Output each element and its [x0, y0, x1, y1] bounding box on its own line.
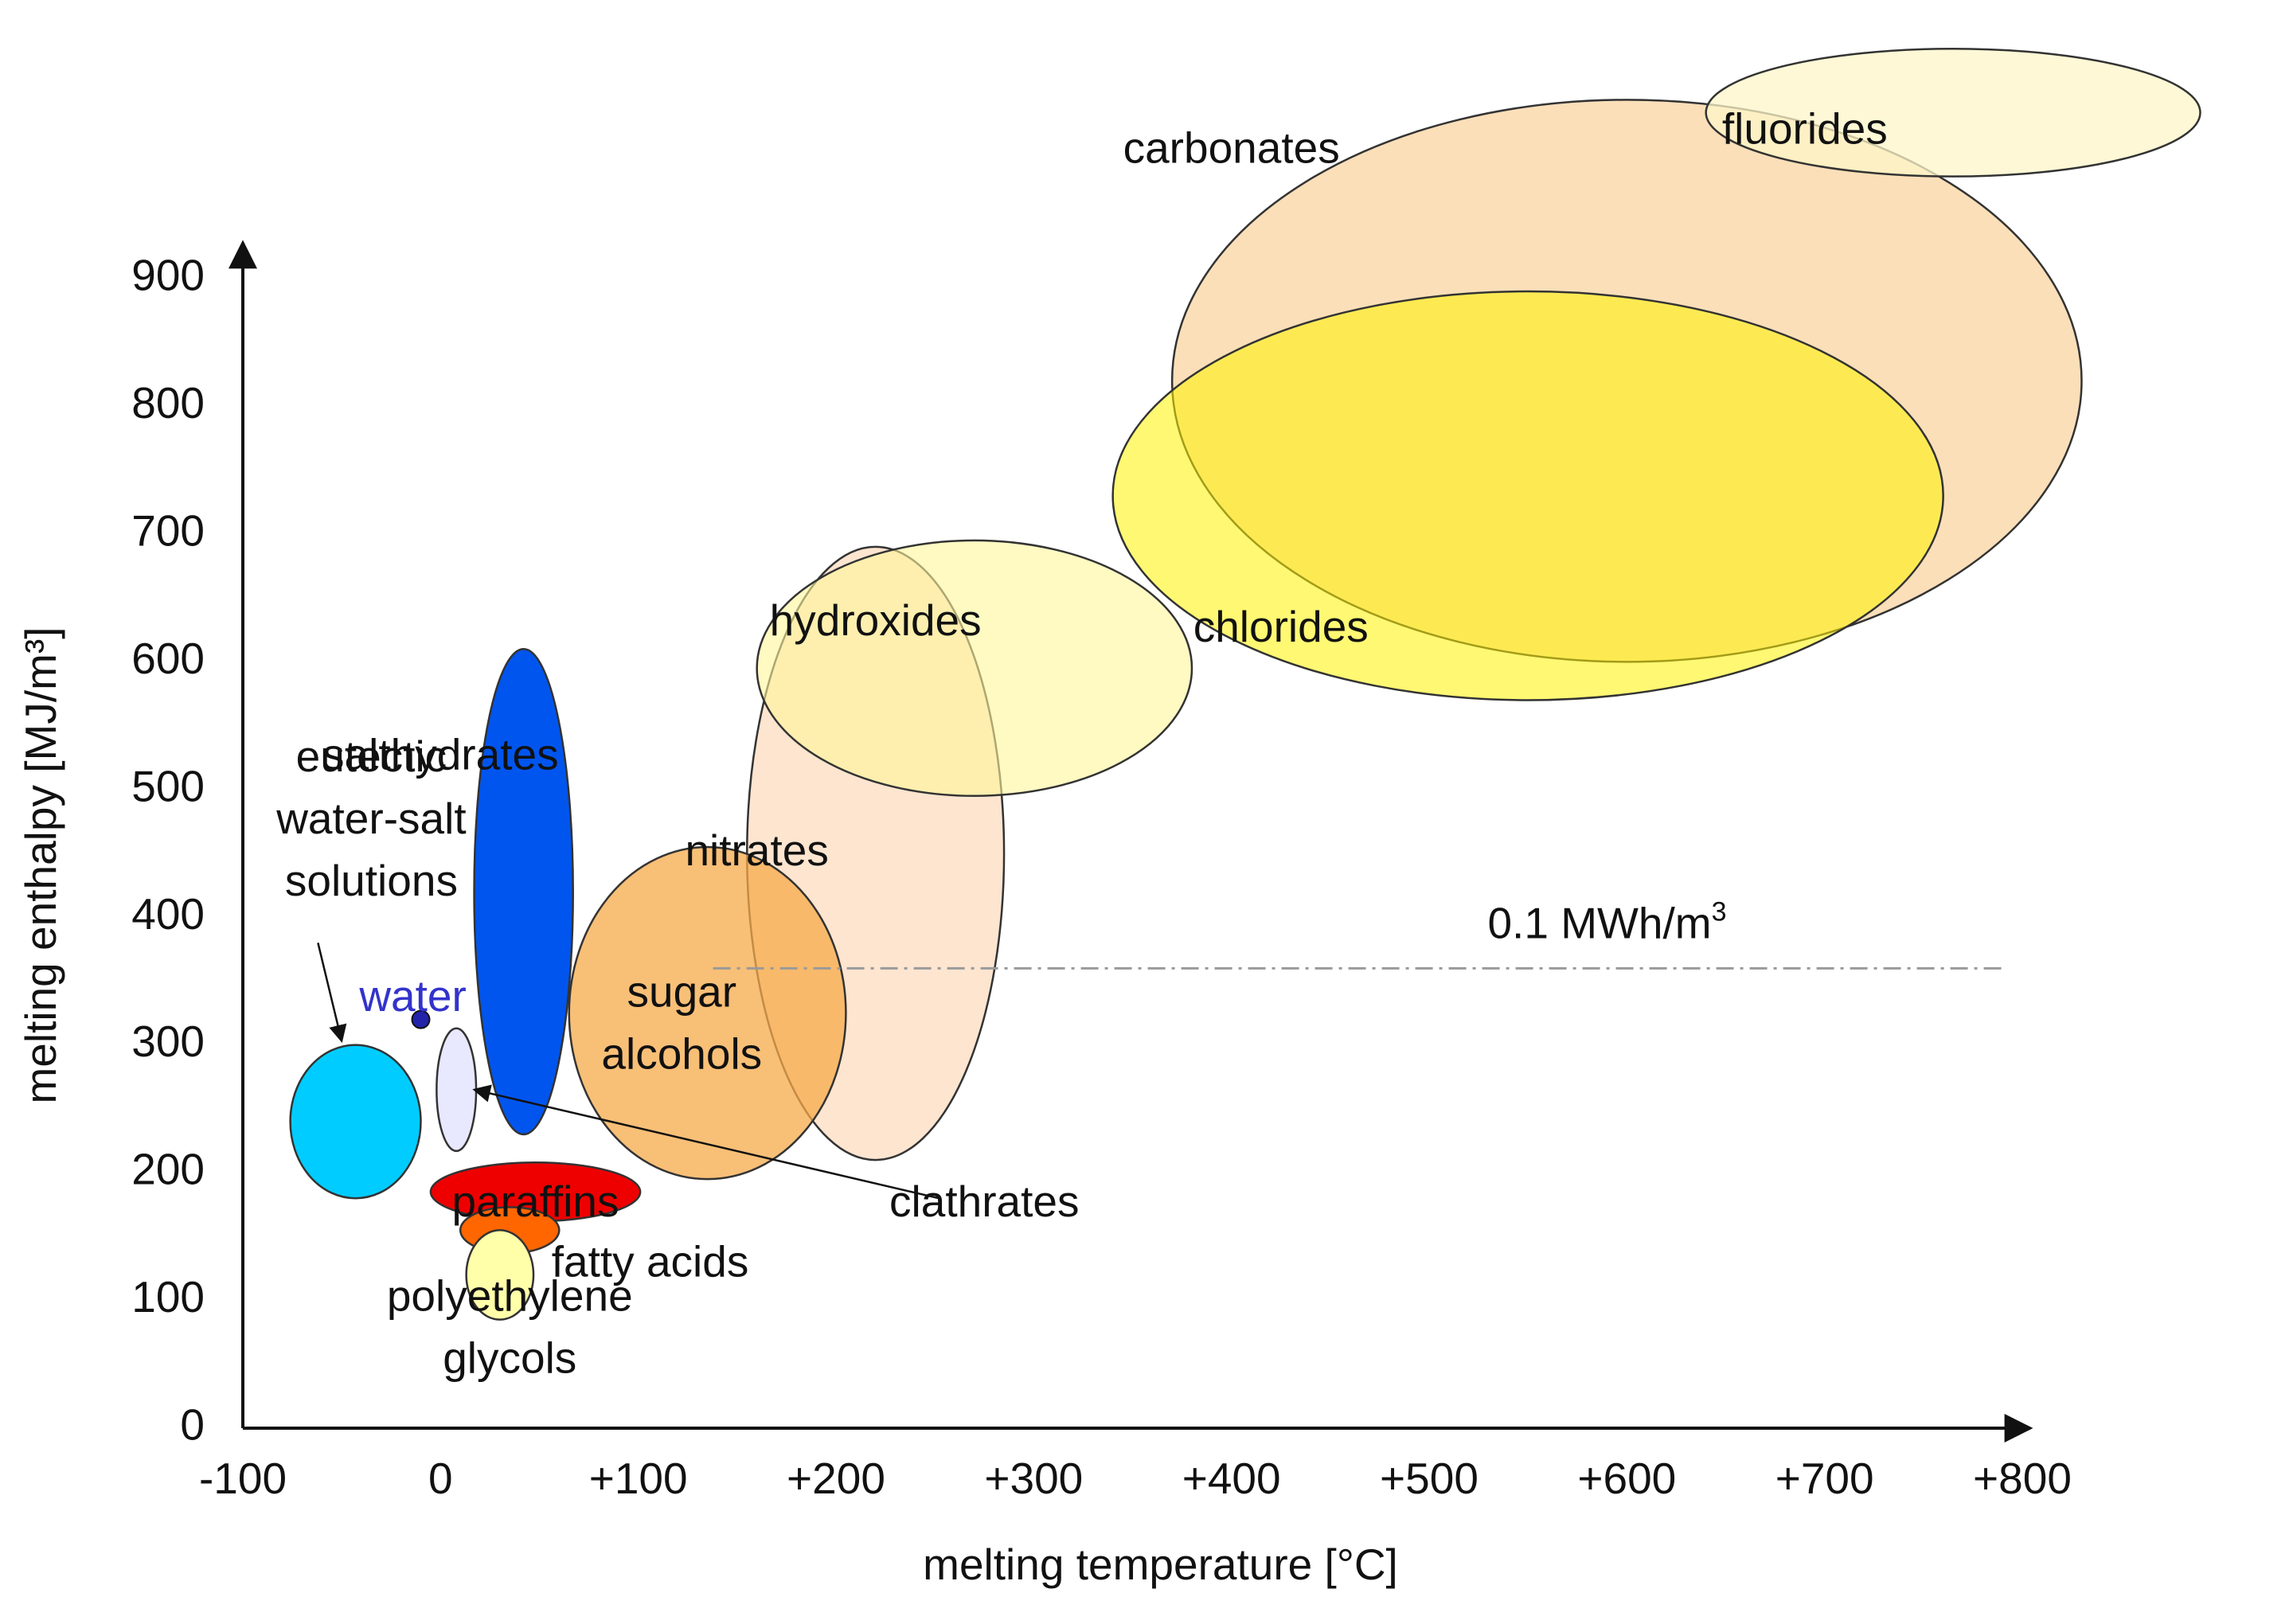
x-axis-title: melting temperature [°C]: [923, 1540, 1398, 1589]
y-tick-label: 400: [131, 889, 205, 939]
x-tick-label: -100: [199, 1454, 287, 1503]
label-salthydrates: salthydrates: [322, 729, 559, 779]
x-tick-label: 0: [428, 1454, 453, 1503]
clathrates-arrow: [472, 1084, 939, 1200]
point-water: [411, 1009, 431, 1029]
y-tick-label: 600: [131, 634, 205, 683]
y-tick-label: 200: [131, 1145, 205, 1194]
x-tick-label: +400: [1182, 1454, 1281, 1503]
arrows-layer: [317, 943, 939, 1200]
y-tick-label: 900: [131, 251, 205, 300]
x-tick-label: +800: [1973, 1454, 2072, 1503]
label-carbonates: carbonates: [1123, 123, 1340, 172]
label-hydroxides: hydroxides: [770, 595, 982, 645]
region-fluorides: [1705, 47, 2201, 178]
eutectic-arrow: [317, 943, 347, 1044]
region-hydroxides: [756, 539, 1193, 798]
y-tick-label: 500: [131, 761, 205, 810]
x-tick-label: +700: [1775, 1454, 1874, 1503]
y-tick-label: 100: [131, 1272, 205, 1321]
label-nitrates: nitrates: [685, 826, 828, 875]
label-water: water: [358, 970, 467, 1020]
x-tick-label: +100: [589, 1454, 688, 1503]
y-axis-title: melting enthalpy [MJ/m³]: [16, 627, 65, 1103]
x-tick-label: +600: [1577, 1454, 1676, 1503]
region-polyethylene-glycols: [465, 1229, 535, 1321]
label-clathrates: clathrates: [889, 1177, 1079, 1226]
region-eutectic-water-salt-solutions: [289, 1044, 422, 1200]
regions-layer: [289, 47, 2201, 1321]
y-tick-label: 0: [180, 1400, 205, 1450]
x-tick-label: +500: [1380, 1454, 1479, 1503]
x-tick-label: +300: [984, 1454, 1083, 1503]
x-tick-label: +200: [787, 1454, 885, 1503]
y-tick-label: 300: [131, 1017, 205, 1066]
region-salthydrates: [473, 648, 574, 1136]
labels-layer: carbonates fluorides chlorides nitrates hydr…: [275, 103, 1888, 1382]
label-chlorides: chlorides: [1193, 602, 1369, 651]
label-fluorides: fluorides: [1722, 103, 1888, 153]
reference-layer: 0.1 MWh/m3: [713, 896, 2003, 970]
region-chlorides: [1111, 290, 1944, 701]
reference-line-label: 0.1 MWh/m3: [1487, 896, 1726, 947]
y-tick-label: 700: [131, 506, 205, 555]
label-paraffins: paraffins: [452, 1177, 619, 1226]
region-clathrates: [436, 1027, 478, 1153]
y-tick-label: 800: [131, 378, 205, 427]
region-sugar-alcohols: [568, 845, 847, 1181]
points-layer: [411, 1009, 431, 1029]
label-fatty-acids: fatty acids: [552, 1236, 749, 1286]
